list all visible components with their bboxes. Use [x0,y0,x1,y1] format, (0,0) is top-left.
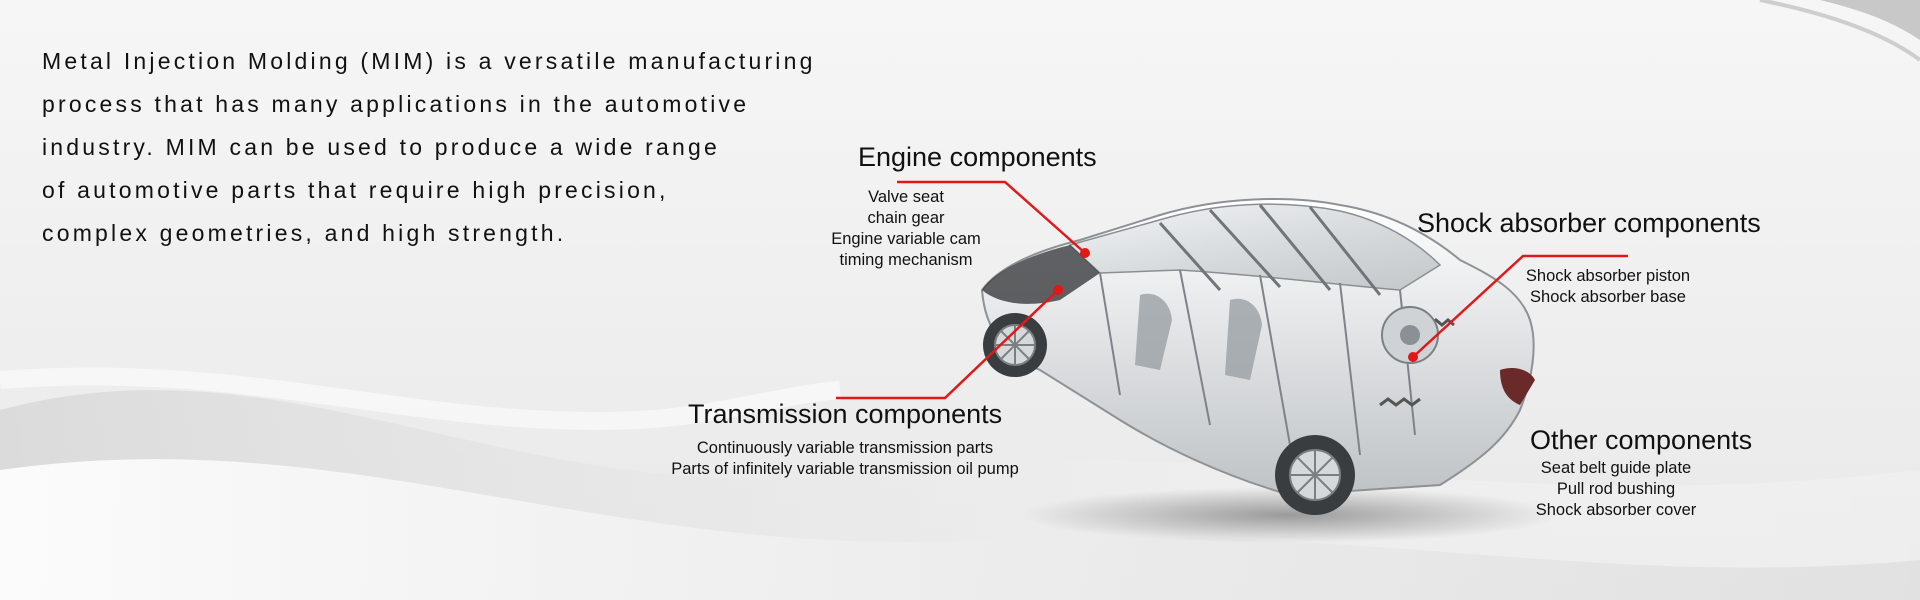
transmission-components-title: Transmission components [688,399,1003,429]
shock-absorber-components-list: Shock absorber piston Shock absorber bas… [1506,266,1710,308]
engine-components-list: Valve seat chain gear Engine variable ca… [806,187,1006,271]
list-item: Shock absorber piston [1525,267,1691,285]
intro-line: Metal Injection Molding (MIM) is a versa… [42,48,816,74]
intro-line: process that has many applications in th… [42,91,750,117]
list-item: Shock absorber cover [1535,501,1697,519]
list-item: chain gear [867,209,945,227]
other-components-title: Other components [1530,425,1753,455]
intro-line: complex geometries, and high strength. [42,220,567,246]
intro-line: industry. MIM can be used to produce a w… [42,134,720,160]
list-item: timing mechanism [839,251,973,269]
shock-absorber-components-title: Shock absorber components [1417,208,1761,238]
list-item: Valve seat [868,188,944,206]
list-item: Parts of infinitely variable transmissio… [671,460,1019,478]
car-cutaway-illustration [980,198,1560,543]
intro-paragraph: Metal Injection Molding (MIM) is a versa… [42,40,862,255]
other-components-list: Seat belt guide plate Pull rod bushing S… [1525,458,1707,521]
intro-line: of automotive parts that require high pr… [42,177,669,203]
engine-components-title: Engine components [858,142,1097,172]
list-item: Pull rod bushing [1556,480,1676,498]
list-item: Seat belt guide plate [1540,459,1692,477]
list-item: Continuously variable transmission parts [696,439,994,457]
list-item: Engine variable cam [831,230,981,248]
list-item: Shock absorber base [1530,288,1686,306]
transmission-components-list: Continuously variable transmission parts… [655,438,1035,480]
